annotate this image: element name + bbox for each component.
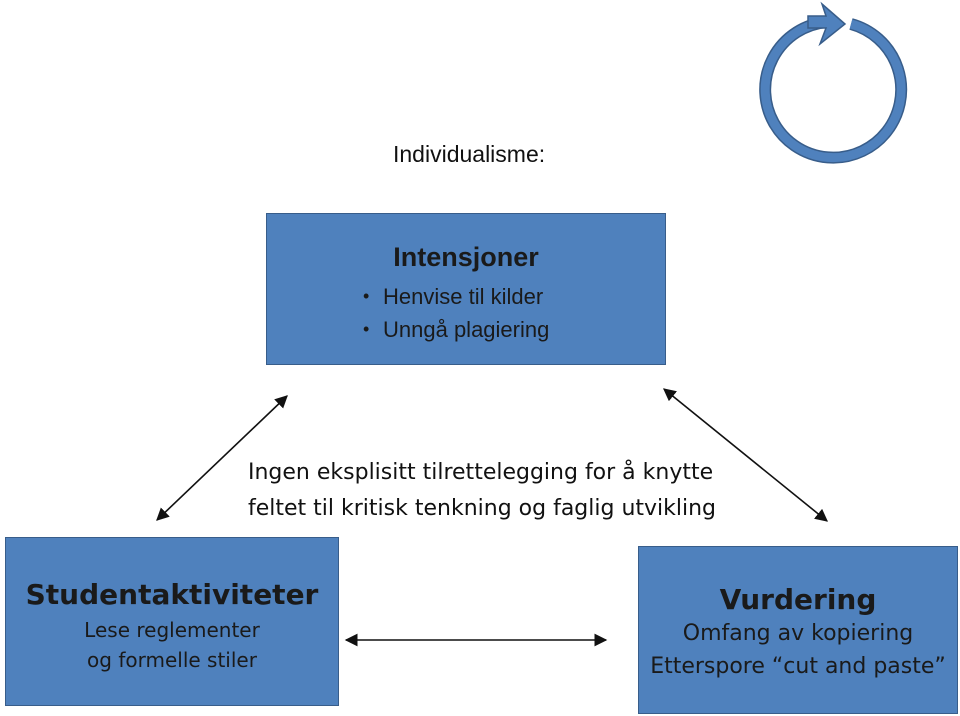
list-item: Henvise til kilder: [363, 280, 549, 313]
middle-caption-line-2: feltet til kritisk tenkning og faglig ut…: [248, 496, 717, 521]
arrow-left-diagonal: [156, 395, 288, 521]
evaluation-line-2: Etterspore “cut and paste”: [650, 654, 946, 679]
arrow-right-diagonal: [663, 388, 828, 522]
evaluation-title: Vurdering: [719, 583, 877, 616]
diagram-heading: Individualisme:: [393, 141, 546, 167]
middle-caption: Ingen eksplisitt tilrettelegging for å k…: [248, 455, 748, 527]
list-item: Unngå plagiering: [363, 313, 549, 346]
evaluation-box: Vurdering Omfang av kopiering Etterspore…: [638, 546, 958, 714]
intentions-box: Intensjoner Henvise til kilder Unngå pla…: [266, 213, 666, 365]
intentions-title: Intensjoner: [393, 242, 539, 272]
evaluation-line-1: Omfang av kopiering: [682, 621, 914, 646]
student-activities-line-1: Lese reglementer: [84, 618, 260, 642]
middle-caption-line-1: Ingen eksplisitt tilrettelegging for å k…: [248, 460, 714, 485]
student-activities-line-2: og formelle stiler: [87, 648, 257, 672]
student-activities-box: Studentaktiviteter Lese reglementer og f…: [5, 537, 339, 706]
intentions-list: Henvise til kilder Unngå plagiering: [363, 280, 549, 346]
student-activities-title: Studentaktiviteter: [25, 578, 319, 611]
cycle-arrow-icon: [759, 1, 908, 164]
